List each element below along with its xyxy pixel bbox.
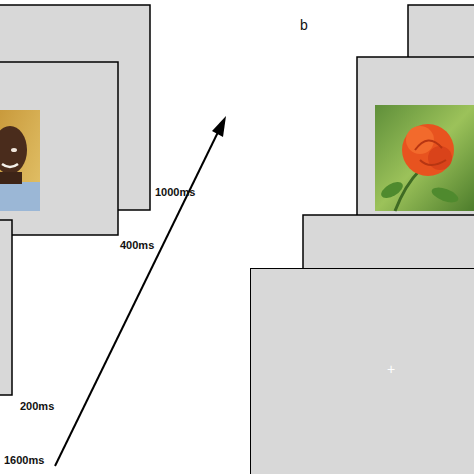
duration-label: 1600ms <box>4 455 44 466</box>
screen <box>0 220 12 395</box>
screen <box>408 5 474 65</box>
screen <box>303 215 474 275</box>
duration-label: 200ms <box>20 401 54 412</box>
rose-photo <box>375 105 474 211</box>
screen-box: + <box>250 268 474 474</box>
panel-letter: b <box>300 18 308 32</box>
arrow-head <box>212 116 226 137</box>
face-photo <box>0 110 40 211</box>
duration-label: 1000ms <box>155 187 195 198</box>
time-arrow <box>55 128 220 466</box>
duration-label: 400ms <box>120 240 154 251</box>
fixation-cross: + <box>387 362 395 376</box>
screen <box>357 57 474 217</box>
